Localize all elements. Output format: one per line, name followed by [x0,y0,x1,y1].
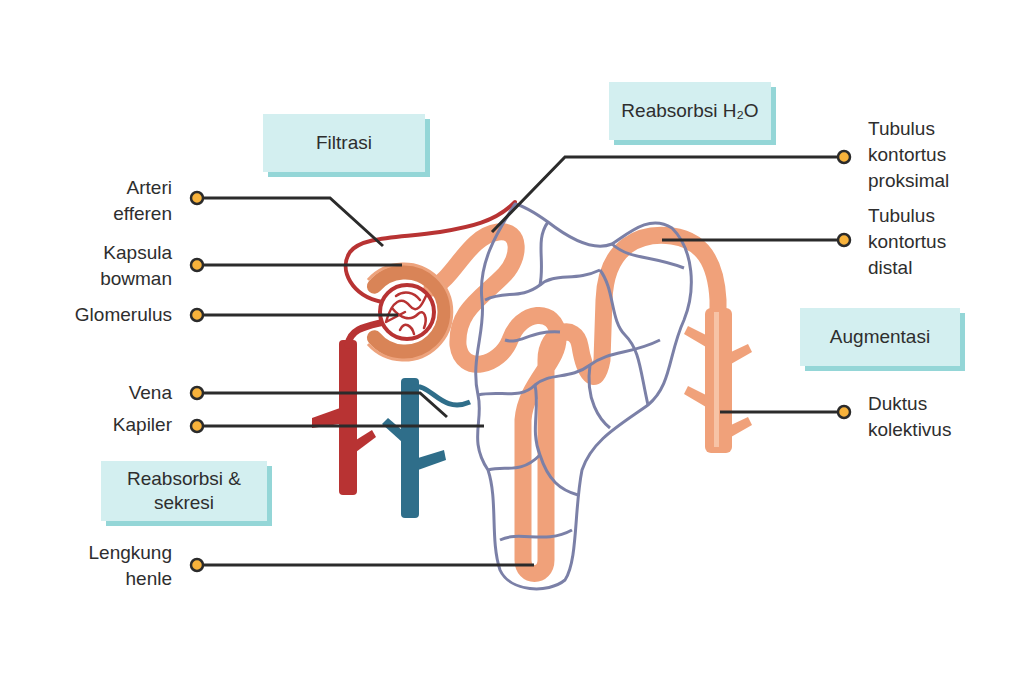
bowman-capsule [374,272,445,352]
part-label: Kapsula bowman [77,240,172,292]
part-label: Tubulus kontortus proksimal [868,116,976,194]
glomerulus [380,285,434,339]
stage-text: Augmentasi [830,325,930,349]
stage-text: Reabsorbsi H₂O [621,99,758,123]
capillary-network [476,204,692,589]
stage-box: Augmentasi [800,308,960,366]
stage-box: Reabsorbsi & sekresi [101,461,267,521]
part-label: Tubulus kontortus distal [868,203,976,281]
part-label: Vena [12,380,172,406]
artery [312,340,376,495]
leader-dots [191,151,850,571]
stage-text: Filtrasi [316,131,372,155]
part-label: Arteri efferen [77,175,172,227]
part-label: Glomerulus [12,302,172,328]
leader-lines [197,157,844,565]
stage-box: Filtrasi [263,114,425,172]
part-label: Kapiler [12,412,172,438]
part-label: Duktus kolektivus [868,391,976,443]
stage-text: Reabsorbsi & sekresi [111,467,257,515]
collecting-duct [684,308,752,453]
vein-link [412,387,470,405]
duct-highlight [714,312,719,447]
part-label: Lengkung henle [77,540,172,592]
bowman-capsule-rim [368,264,452,360]
glomerulus-loops [386,293,426,334]
stage-box: Reabsorbsi H₂O [609,82,771,140]
